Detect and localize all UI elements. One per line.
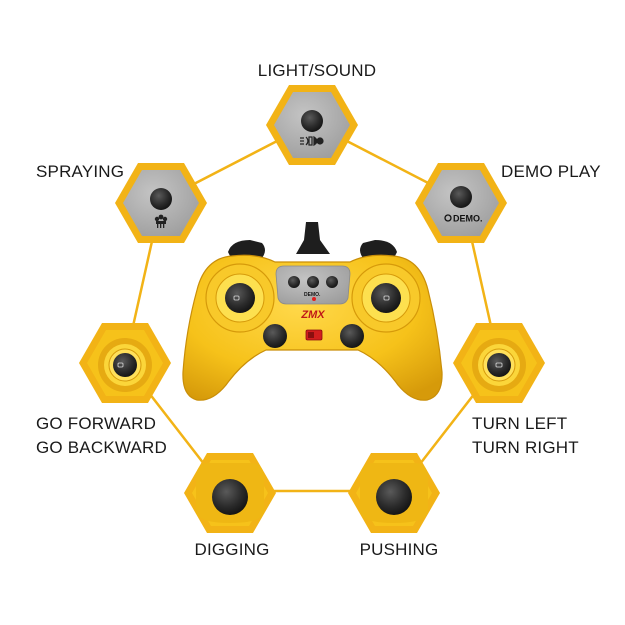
controller-pushing-button[interactable] xyxy=(340,324,364,348)
digging-hexagon[interactable] xyxy=(184,453,276,533)
label-turn-left: TURN LEFT xyxy=(472,414,568,433)
label-spraying: SPRAYING xyxy=(36,162,125,181)
controller-left-joystick[interactable] xyxy=(225,283,255,313)
label-pushing: PUSHING xyxy=(359,540,439,559)
label-turn-right: TURN RIGHT xyxy=(472,438,579,457)
spray-icon xyxy=(154,214,168,228)
demo-play-hexagon[interactable]: DEMO. xyxy=(415,163,507,243)
controller-light-sound-button[interactable] xyxy=(288,276,300,288)
pushing-hexagon[interactable] xyxy=(348,453,440,533)
demo-play-button[interactable] xyxy=(450,186,472,208)
brand-logo: ZMX xyxy=(300,309,325,321)
controller-demo-mark: DEMO. xyxy=(304,292,321,298)
light-sound-button[interactable] xyxy=(301,110,323,132)
left-joystick-knob[interactable] xyxy=(113,353,137,377)
right-joystick-knob[interactable] xyxy=(487,353,511,377)
controller-right-joystick[interactable] xyxy=(371,283,401,313)
controller-digging-button[interactable] xyxy=(263,324,287,348)
controller: DEMO. ZMX xyxy=(182,222,443,401)
label-demo-play: DEMO PLAY xyxy=(501,162,601,181)
antenna xyxy=(296,222,330,254)
label-digging: DIGGING xyxy=(194,540,270,559)
label-go-forward: GO FORWARD xyxy=(36,414,157,433)
power-led xyxy=(312,297,316,301)
spraying-hexagon[interactable] xyxy=(115,163,207,243)
light-sound-icon xyxy=(300,135,324,147)
controller-spray-button[interactable] xyxy=(326,276,338,288)
demo-mark: DEMO. xyxy=(453,214,483,224)
digging-button[interactable] xyxy=(212,479,248,515)
right-joystick-hexagon[interactable] xyxy=(453,323,545,403)
spraying-button[interactable] xyxy=(150,188,172,210)
label-light-sound: LIGHT/SOUND xyxy=(257,61,377,80)
light-sound-hexagon[interactable] xyxy=(266,85,358,165)
label-go-backward: GO BACKWARD xyxy=(36,438,167,457)
demo-icon: DEMO. xyxy=(444,214,483,224)
left-joystick-hexagon[interactable] xyxy=(79,323,171,403)
pushing-button[interactable] xyxy=(376,479,412,515)
controller-demo-button[interactable] xyxy=(307,276,319,288)
